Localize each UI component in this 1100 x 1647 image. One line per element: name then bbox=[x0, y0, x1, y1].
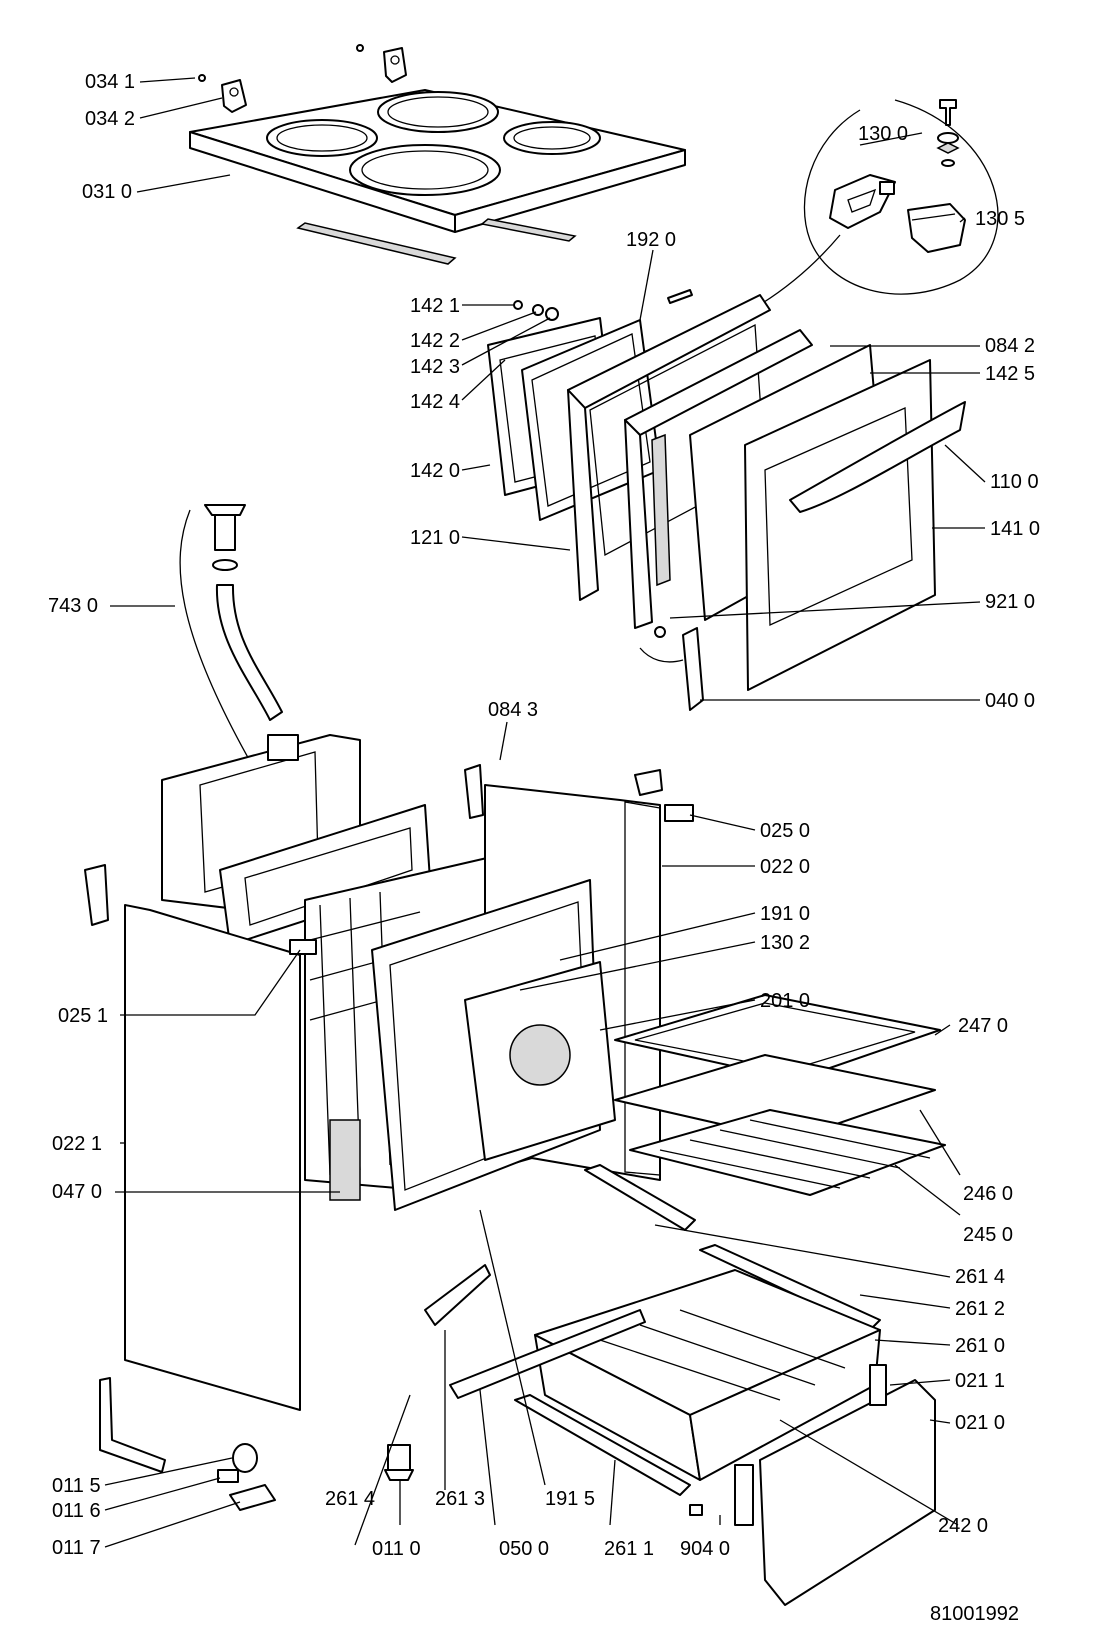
label-2613: 261 3 bbox=[435, 1488, 485, 1510]
label-0400: 040 0 bbox=[985, 690, 1035, 712]
foot-small-parts bbox=[217, 1443, 276, 1511]
label-1423: 142 3 bbox=[410, 356, 460, 378]
hinge-bracket-left bbox=[198, 74, 247, 113]
label-1424: 142 4 bbox=[410, 391, 460, 413]
label-0310: 031 0 bbox=[82, 181, 132, 203]
door-brackets bbox=[84, 764, 663, 926]
cabinet-left-side bbox=[124, 904, 301, 1411]
knob-cap bbox=[907, 203, 966, 253]
label-1920: 192 0 bbox=[626, 229, 676, 251]
door-side-rails bbox=[624, 329, 813, 629]
label-0211: 021 1 bbox=[955, 1370, 1005, 1392]
drawer-front-panel bbox=[759, 1379, 936, 1606]
label-1300: 130 0 bbox=[858, 123, 908, 145]
foot-bracket bbox=[99, 1377, 166, 1473]
label-0842: 084 2 bbox=[985, 335, 1035, 357]
door-handle bbox=[789, 401, 966, 513]
label-2470: 247 0 bbox=[958, 1015, 1008, 1037]
label-0341: 034 1 bbox=[85, 71, 135, 93]
label-0342: 034 2 bbox=[85, 108, 135, 130]
part-labels: 034 1 034 2 031 0 130 0 130 5 192 0 142 … bbox=[48, 71, 1040, 1625]
label-0210: 021 0 bbox=[955, 1412, 1005, 1434]
vent-hose bbox=[179, 504, 283, 771]
oven-back-fan-cover bbox=[464, 961, 616, 1161]
label-0116: 011 6 bbox=[52, 1500, 101, 1522]
label-1425: 142 5 bbox=[985, 363, 1035, 385]
label-0221: 022 1 bbox=[52, 1133, 102, 1155]
label-0115: 011 5 bbox=[52, 1475, 101, 1497]
label-7430: 743 0 bbox=[48, 595, 98, 617]
label-2460: 246 0 bbox=[963, 1183, 1013, 1205]
label-0470: 047 0 bbox=[52, 1181, 102, 1203]
label-1305: 130 5 bbox=[975, 208, 1025, 230]
door-screws bbox=[513, 289, 693, 321]
cooktop-hob bbox=[189, 89, 686, 265]
label-1210: 121 0 bbox=[410, 527, 460, 549]
label-0500: 050 0 bbox=[499, 1538, 549, 1560]
hinge-bracket-right bbox=[356, 44, 407, 83]
drawer-hinge bbox=[734, 1364, 887, 1526]
label-1100: 110 0 bbox=[990, 471, 1039, 493]
knob-screw-washers bbox=[936, 99, 960, 167]
label-1422: 142 2 bbox=[410, 330, 460, 352]
label-2450: 245 0 bbox=[963, 1224, 1013, 1246]
label-1420: 142 0 bbox=[410, 460, 460, 482]
drawing-number: 81001992 bbox=[930, 1603, 1019, 1625]
label-0250: 025 0 bbox=[760, 820, 810, 842]
label-2611: 261 1 bbox=[604, 1538, 654, 1560]
storage-drawer bbox=[534, 1269, 881, 1481]
label-9210: 921 0 bbox=[985, 591, 1035, 613]
label-2010: 201 0 bbox=[760, 990, 810, 1012]
label-0220: 022 0 bbox=[760, 856, 810, 878]
label-1910: 191 0 bbox=[760, 903, 810, 925]
door-outer-panel bbox=[744, 359, 936, 691]
label-1421: 142 1 bbox=[410, 295, 460, 317]
door-hinge bbox=[639, 626, 704, 711]
label-2610: 261 0 bbox=[955, 1335, 1005, 1357]
kick-plate bbox=[449, 1309, 646, 1399]
telescopic-rail-upper bbox=[584, 1164, 696, 1231]
drawer-runner bbox=[514, 1394, 691, 1496]
label-2420: 242 0 bbox=[938, 1515, 988, 1537]
wire-shelf bbox=[629, 1109, 946, 1196]
label-0251: 025 1 bbox=[58, 1005, 108, 1027]
label-2612: 261 2 bbox=[955, 1298, 1005, 1320]
label-2614b: 261 4 bbox=[325, 1488, 375, 1510]
label-1410: 141 0 bbox=[990, 518, 1040, 540]
label-0843: 084 3 bbox=[488, 699, 538, 721]
label-1915: 191 5 bbox=[545, 1488, 595, 1510]
rail-left bbox=[424, 1264, 491, 1326]
label-0110: 011 0 bbox=[372, 1538, 421, 1560]
switch-assembly bbox=[829, 174, 896, 229]
adjustable-foot bbox=[384, 1444, 414, 1481]
label-2614a: 261 4 bbox=[955, 1266, 1005, 1288]
heat-insulation-bag bbox=[329, 1119, 361, 1201]
label-9040: 904 0 bbox=[680, 1538, 730, 1560]
leader-lines bbox=[104, 77, 986, 1548]
label-1302: 130 2 bbox=[760, 932, 810, 954]
label-0117: 011 7 bbox=[52, 1537, 101, 1559]
door-inner-frame bbox=[567, 294, 771, 601]
clip-parts bbox=[289, 804, 703, 1516]
